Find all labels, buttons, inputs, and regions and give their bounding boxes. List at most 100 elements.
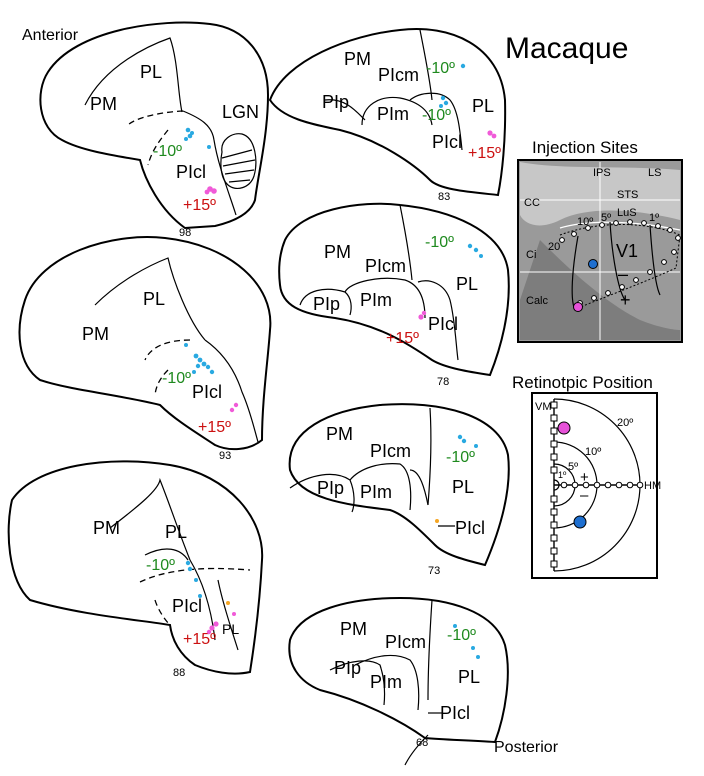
label-pl: PL: [458, 667, 480, 687]
grid-lines: [520, 162, 680, 340]
label-pim: PIm: [370, 672, 402, 692]
pim-boundary: [361, 96, 433, 126]
label-pip: PIp: [322, 92, 349, 112]
label-picm: PIcm: [365, 256, 406, 276]
label-picl: PIcl: [428, 314, 458, 334]
label-picm: PIcm: [370, 441, 411, 461]
label-picl: PIcl: [440, 703, 470, 723]
label-pm: PM: [326, 424, 353, 444]
label-picm: PIcm: [378, 65, 419, 85]
blue-label-cluster: [457, 434, 478, 448]
section-98: PL PM LGN PIcl -10º +15º 98: [39, 21, 270, 239]
section-93-outline: [18, 236, 272, 451]
ecc-neg10: -10º: [425, 234, 454, 251]
dashed-boundary: [154, 369, 169, 396]
blue-label-cluster: [185, 560, 202, 598]
section-88-outline: [7, 460, 264, 675]
section-88: PL PM PIcl PL -10º +15º 88: [7, 460, 264, 679]
label-ecc-1: 1º: [558, 470, 567, 480]
ecc-neg10: -10º: [162, 370, 191, 387]
picl-top-boundary: [144, 548, 189, 561]
lus-line: [559, 221, 681, 231]
label-pl: PL: [452, 477, 474, 497]
label-ecc-5: 5º: [568, 461, 578, 473]
orange-label-dot: [435, 519, 439, 523]
label-lgn: LGN: [222, 102, 259, 122]
ecc-neg10: -10º: [426, 60, 455, 77]
pim-boundary: [354, 654, 420, 711]
label-pl: PL: [456, 274, 478, 294]
section-98-outline: [39, 21, 270, 230]
v1-border-dotted: [559, 224, 681, 309]
ecc-neg10-b: -10º: [422, 107, 451, 124]
picl-boundary: [409, 92, 463, 151]
label-v1: V1: [616, 241, 638, 261]
label-calc: Calc: [526, 295, 549, 307]
label-ips: IPS: [593, 167, 611, 179]
pl-boundary: [84, 37, 183, 113]
pl-boundary: [427, 599, 433, 701]
label-picm: PIcm: [385, 632, 426, 652]
ecc-neg10: -10º: [447, 627, 476, 644]
label-pim: PIm: [360, 482, 392, 502]
blue-label-cluster: [467, 243, 483, 258]
section-number: 73: [428, 565, 440, 577]
label-picl: PIcl: [176, 162, 206, 182]
section-68-outline: [288, 596, 509, 744]
label-pl-small: PL: [222, 621, 239, 637]
ecc-pos15: +15º: [386, 330, 419, 347]
section-number: 78: [437, 376, 449, 388]
label-ecc-10: 10º: [577, 216, 593, 228]
blue-injection-dot: [588, 259, 598, 269]
dashed-boundary: [154, 599, 171, 626]
pim-boundary: [349, 463, 412, 511]
posterior-label: Posterior: [494, 739, 559, 756]
meridian-ticks: [550, 401, 644, 568]
lgn-outline: [220, 133, 257, 189]
injection-sites-panel: Injection Sites IPS LS STS LuS CC Ci Cal…: [517, 138, 683, 343]
pink-injection-dot: [573, 302, 583, 312]
ecc-pos15: +15º: [468, 145, 501, 162]
label-pm: PM: [90, 94, 117, 114]
section-73: PM PIcm PL PIp PIm PIcl -10º 73: [288, 403, 510, 577]
picl-boundary: [417, 280, 459, 361]
cortex-dark-region: [520, 240, 680, 340]
section-number: 83: [438, 191, 450, 203]
blue-label-cluster: [184, 343, 215, 375]
picl-boundary: [409, 469, 429, 506]
label-pim: PIm: [360, 290, 392, 310]
label-pl: PL: [143, 289, 165, 309]
ecc-neg10: -10º: [146, 557, 175, 574]
label-picl: PIcl: [192, 382, 222, 402]
plus-sign: +: [620, 290, 631, 310]
ecc-neg10: -10º: [153, 143, 182, 160]
label-sts: STS: [617, 189, 638, 201]
orange-label-dot: [226, 601, 230, 605]
label-hm: HM: [644, 480, 661, 492]
section-73-outline: [288, 403, 510, 567]
label-ls: LS: [648, 167, 661, 179]
label-vm: VM: [535, 401, 552, 413]
pink-field-dot: [557, 421, 571, 435]
minus-sign: –: [580, 487, 589, 504]
section-68: PM PIcm PL PIp PIm PIcl -10º 68: [288, 596, 509, 766]
label-pip: PIp: [317, 478, 344, 498]
label-pip: PIp: [313, 294, 340, 314]
dashed-boundary: [127, 110, 184, 126]
pl-boundary: [109, 477, 191, 561]
label-picl: PIcl: [432, 132, 462, 152]
label-pl: PL: [472, 96, 494, 116]
pink-label-cluster: [487, 130, 497, 139]
section-number: 98: [179, 227, 191, 239]
label-pm: PM: [93, 518, 120, 538]
section-number: 88: [173, 667, 185, 679]
section-number: 68: [416, 737, 428, 749]
ecc-neg10: -10º: [446, 449, 475, 466]
label-pm: PM: [82, 324, 109, 344]
blue-field-dot: [573, 515, 587, 529]
label-picl: PIcl: [172, 596, 202, 616]
pink-label-cluster: [418, 310, 427, 320]
dashed-boundary: [147, 129, 169, 166]
section-93: PL PM PIcl -10º +15º 93: [18, 236, 272, 462]
